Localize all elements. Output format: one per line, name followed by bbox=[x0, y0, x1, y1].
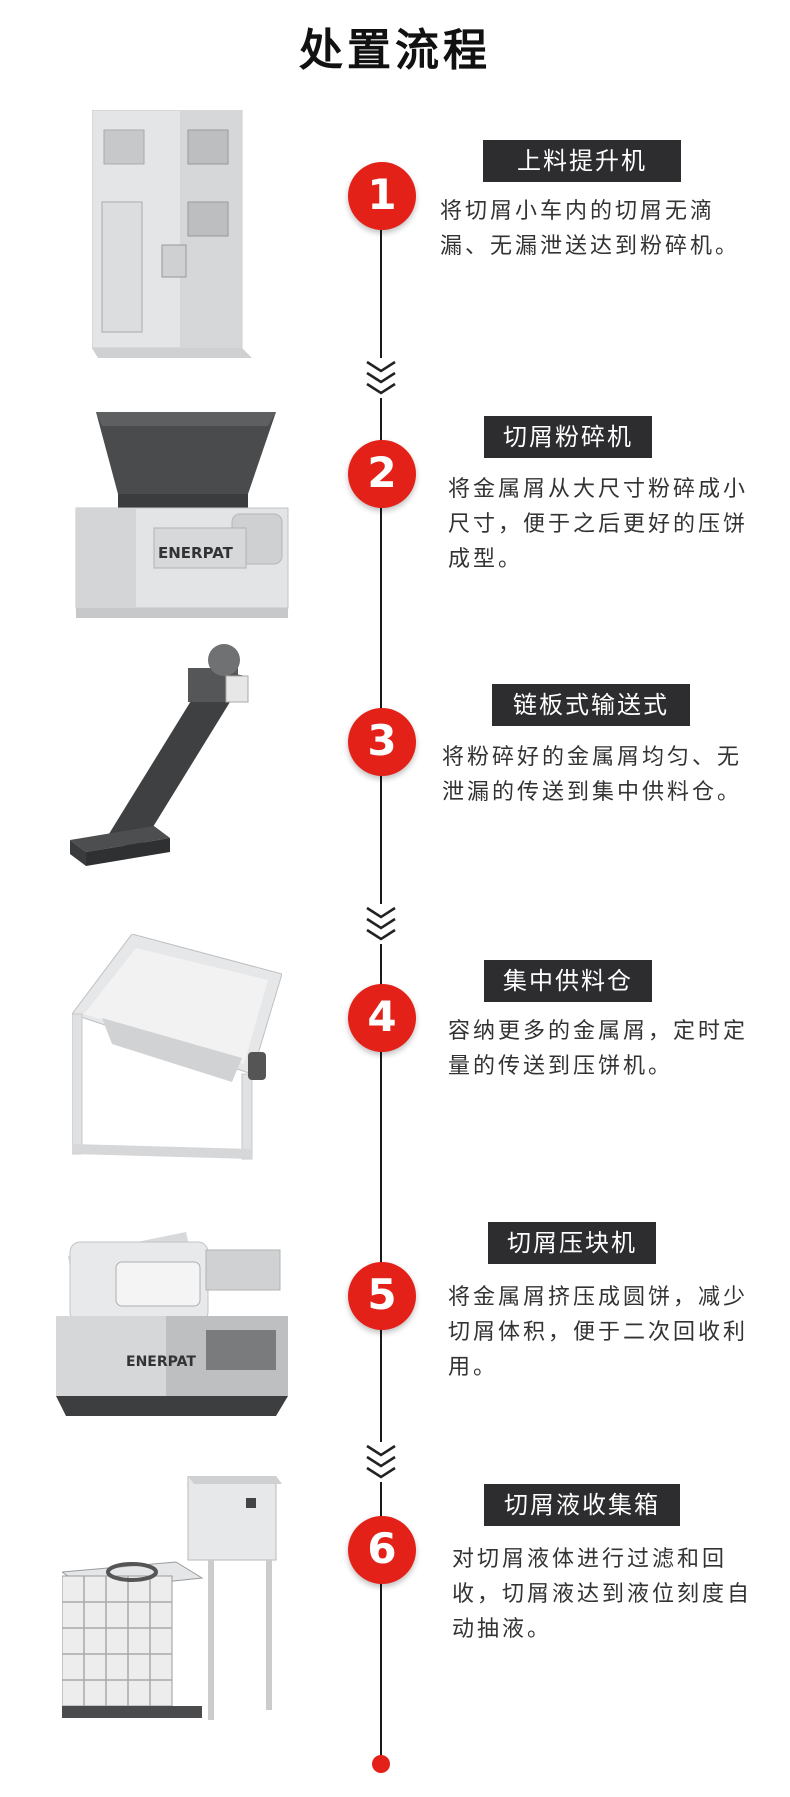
step-6-label: 切屑液收集箱 bbox=[484, 1484, 680, 1526]
shredder-machine-image: ENERPAT bbox=[72, 398, 302, 624]
chevron-down-icon bbox=[362, 358, 400, 398]
step-2-badge: 2 bbox=[348, 440, 416, 508]
step-6-description: 对切屑液体进行过滤和回收，切屑液达到液位刻度自动抽液。 bbox=[452, 1547, 753, 1642]
chevron-down-icon bbox=[362, 904, 400, 944]
step-5-badge: 5 bbox=[348, 1262, 416, 1330]
brand-logo: ENERPAT bbox=[158, 544, 234, 562]
step-3-badge: 3 bbox=[348, 708, 416, 776]
step-1-description: 将切屑小车内的切屑无滴漏、无漏泄送达到粉碎机。 bbox=[440, 199, 741, 259]
step-4-label: 集中供料仓 bbox=[484, 960, 652, 1002]
step-4-badge: 4 bbox=[348, 984, 416, 1052]
brand-logo: ENERPAT bbox=[126, 1354, 196, 1370]
step-5-label: 切屑压块机 bbox=[488, 1222, 656, 1264]
page-title: 处置流程 bbox=[299, 25, 491, 76]
step-2-description: 将金属屑从大尺寸粉碎成小尺寸，便于之后更好的压饼成型。 bbox=[448, 477, 749, 572]
step-1-badge: 1 bbox=[348, 162, 416, 230]
chain-conveyor-image bbox=[70, 640, 270, 880]
step-4-description: 容纳更多的金属屑，定时定量的传送到压饼机。 bbox=[448, 1019, 749, 1079]
timeline-end-dot bbox=[372, 1755, 390, 1773]
step-3-description: 将粉碎好的金属屑均匀、无泄漏的传送到集中供料仓。 bbox=[442, 745, 743, 805]
chevron-down-icon bbox=[362, 1442, 400, 1482]
step-1-label: 上料提升机 bbox=[483, 140, 681, 182]
briquetting-machine-image: ENERPAT bbox=[56, 1216, 288, 1426]
lift-machine-image bbox=[92, 110, 252, 360]
feed-bin-image bbox=[72, 934, 282, 1164]
step-3-label: 链板式输送式 bbox=[492, 684, 690, 726]
step-5-description: 将金属屑挤压成圆饼，减少切屑体积，便于二次回收利用。 bbox=[448, 1285, 749, 1380]
timeline-line bbox=[380, 176, 382, 1766]
step-6-badge: 6 bbox=[348, 1516, 416, 1584]
coolant-tank-image bbox=[62, 1476, 294, 1726]
step-2-label: 切屑粉碎机 bbox=[484, 416, 652, 458]
